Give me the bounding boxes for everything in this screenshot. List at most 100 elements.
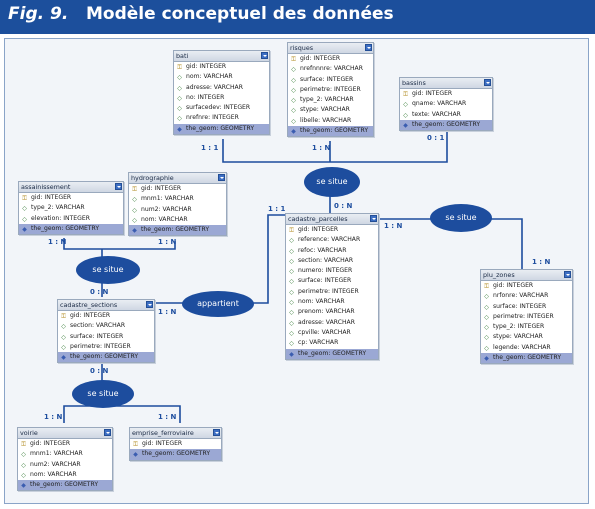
field-row: ◆the_geom: GEOMETRY [129,225,226,236]
field-row: ◇ nrefnnnre: VARCHAR [288,64,373,74]
field-label: cpville: VARCHAR [298,328,351,336]
table-header[interactable]: voirie [18,428,112,439]
field-label: gid: INTEGER [31,194,72,201]
field-row: ⚿gid: INTEGER [129,184,226,194]
field-label: the_geom: GEOMETRY [70,353,139,361]
dropdown-icon[interactable] [115,183,122,190]
figure-header: Fig. 9. Modèle conceptuel des données [0,0,595,34]
table-plu-zones[interactable]: plu_zones⚿gid: INTEGER◇nrfonre: VARCHAR◇… [480,269,573,365]
field-label: the_geom: GEOMETRY [493,354,562,362]
table-header[interactable]: emprise_ferroviaire [130,428,221,439]
table-name: emprise_ferroviaire [132,429,194,437]
field-label: nom: VARCHAR [30,470,77,478]
table-header[interactable]: bassins [400,78,492,89]
field-label: nrefnnnre: VARCHAR [300,65,363,73]
table-header[interactable]: cadastre_sections [58,300,154,311]
table-name: hydrographie [131,174,174,182]
table-voirie[interactable]: voirie⚿gid: INTEGER◇mnm1: VARCHAR◇num2: … [17,427,113,492]
field-label: numero: INTEGER [298,267,353,275]
card-sections-right: 1 : N [158,308,177,316]
geometry-icon: ◆ [177,125,182,133]
card-bassins: 0 : 1 [427,134,445,142]
field-row: ◇qname: VARCHAR [400,99,492,109]
table-header[interactable]: cadastre_parcelles [286,214,378,225]
table-name: cadastre_sections [60,301,118,309]
field-row: ◇elevation: INTEGER [19,214,123,224]
relation-se-situe-top: se situe [304,167,360,197]
column-icon: ◇ [289,257,294,265]
dropdown-icon[interactable] [564,271,571,278]
dropdown-icon[interactable] [365,44,372,51]
relation-appartient: appartient [182,291,254,317]
table-bassins[interactable]: bassins⚿gid: INTEGER◇qname: VARCHAR◇text… [399,77,493,132]
field-label: gid: INTEGER [300,55,341,62]
field-label: texte: VARCHAR [412,110,461,118]
column-icon: ◇ [22,215,27,223]
field-row: ◇ perimetre: INTEGER [58,342,154,352]
dropdown-icon[interactable] [370,215,377,222]
table-assainissement[interactable]: assainissement⚿gid: INTEGER◇type_2: VARC… [18,181,124,236]
field-row: ◇nrfonre: VARCHAR [481,291,572,301]
table-cadastre-parcelles[interactable]: cadastre_parcelles⚿gid: INTEGER◇referenc… [285,213,379,360]
dropdown-icon[interactable] [261,52,268,59]
table-risques[interactable]: risques⚿gid: INTEGER◇nrefnnnre: VARCHAR◇… [287,42,374,138]
table-hydrographie[interactable]: hydrographie⚿gid: INTEGER◇mnm1: VARCHAR◇… [128,172,227,237]
field-label: the_geom: GEOMETRY [412,120,481,128]
column-icon: ◇ [61,343,66,351]
table-name: cadastre_parcelles [288,215,348,223]
table-header[interactable]: hydrographie [129,173,226,184]
field-label: num2: VARCHAR [30,460,81,468]
field-label: nrfonre: VARCHAR [493,292,549,300]
card-hydrographie: 1 : N [158,238,177,246]
card-assainissement: 1 : N [48,238,67,246]
field-label: perimetre: INTEGER [298,287,359,295]
column-icon: ◇ [291,66,296,74]
card-parcelles-right: 1 : N [384,222,403,230]
field-label: gid: INTEGER [493,282,534,289]
geometry-icon: ◆ [132,227,137,235]
key-icon: ⚿ [289,227,294,234]
dropdown-icon[interactable] [484,79,491,86]
dropdown-icon[interactable] [146,301,153,308]
field-label: num2: VARCHAR [141,205,192,213]
field-row: ◇num2: VARCHAR [18,460,112,470]
field-label: surface: INTEGER [298,277,352,285]
field-label: prenom: VARCHAR [298,308,355,316]
field-label: stype: VARCHAR [493,333,543,341]
field-label: nom: VARCHAR [186,73,233,81]
table-header[interactable]: assainissement [19,182,123,193]
table-bati[interactable]: bati⚿gid: INTEGER◇nom: VARCHAR◇adresse: … [173,50,270,136]
field-label: perimetre: INTEGER [70,342,131,350]
column-icon: ◇ [291,117,296,125]
dropdown-icon[interactable] [218,174,225,181]
field-label: gid: INTEGER [298,226,339,233]
table-header[interactable]: risques [288,43,373,54]
field-label: refoc: VARCHAR [298,246,347,254]
field-row: ◇stype: VARCHAR [481,332,572,342]
field-label: mnm1: VARCHAR [30,450,83,458]
field-label: surface: INTEGER [70,332,124,340]
table-header[interactable]: plu_zones [481,270,572,281]
geometry-icon: ◆ [403,121,408,129]
dropdown-icon[interactable] [104,429,111,436]
field-label: perimetre: INTEGER [493,312,554,320]
geometry-icon: ◆ [484,355,489,363]
field-label: surface: INTEGER [493,302,547,310]
field-label: surface: INTEGER [300,75,354,83]
link-assain-hydro [63,238,176,250]
field-label: perimetre: INTEGER [300,85,361,93]
table-header[interactable]: bati [174,51,269,62]
field-label: type_2: VARCHAR [31,204,85,212]
column-icon: ◇ [289,288,294,296]
field-row: ◇perimetre: INTEGER [481,312,572,322]
card-parcelles-top: 0 : N [334,202,353,210]
field-label: the_geom: GEOMETRY [31,224,100,232]
field-label: type_2: VARCHAR [300,96,354,104]
field-row: ◇legende: VARCHAR [481,343,572,353]
table-emprise-ferroviaire[interactable]: emprise_ferroviaire⚿gid: INTEGER◆the_geo… [129,427,222,461]
table-cadastre-sections[interactable]: cadastre_sections⚿gid: INTEGER◇section: … [57,299,155,364]
column-icon: ◇ [177,94,182,102]
dropdown-icon[interactable] [213,429,220,436]
field-label: gid: INTEGER [70,312,111,319]
